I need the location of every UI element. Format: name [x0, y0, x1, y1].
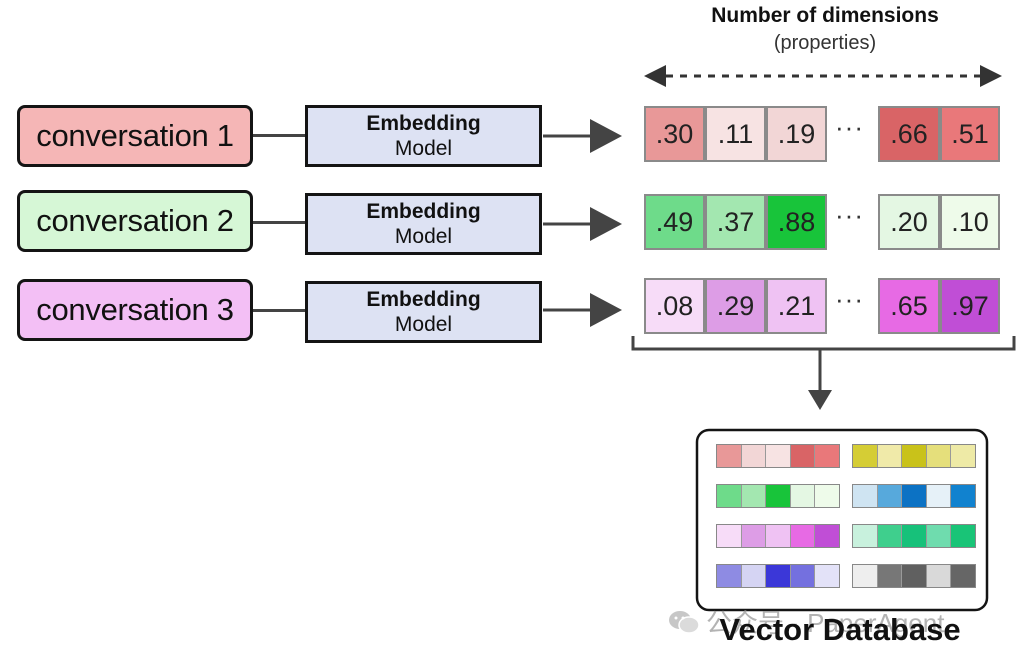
db-vector-5	[716, 524, 840, 548]
embedding-model-2: Embedding Model	[305, 193, 542, 255]
db-vector-swatch	[765, 485, 790, 507]
vector-1-cell-3: .19	[766, 106, 827, 162]
vector-1-cell-1: .30	[644, 106, 705, 162]
db-vector-swatch	[814, 485, 839, 507]
vector-database-title: Vector Database	[719, 612, 961, 647]
vector-2-cell-1: .49	[644, 194, 705, 250]
row3-arrow	[543, 293, 622, 327]
vector-database-grid	[716, 444, 976, 594]
db-vector-swatch	[853, 445, 877, 467]
db-vector-swatch	[789, 485, 814, 507]
watermark-text: 公众号 · PaperAgent	[706, 608, 945, 638]
conversation-3-box: conversation 3	[17, 279, 253, 341]
db-vector-swatch	[950, 485, 975, 507]
db-vector-swatch	[876, 485, 901, 507]
vector-2-ellipsis: ···	[835, 200, 864, 230]
vector-3-ellipsis: ···	[835, 284, 864, 314]
db-vector-8	[852, 564, 976, 588]
wechat-icon	[668, 609, 700, 635]
db-vector-swatch	[950, 445, 975, 467]
db-vector-swatch	[814, 525, 839, 547]
row1-arrow	[543, 119, 622, 153]
db-vector-swatch	[765, 525, 790, 547]
db-vector-swatch	[740, 485, 765, 507]
db-vector-swatch	[740, 445, 765, 467]
watermark: 公众号 · PaperAgent	[668, 603, 944, 640]
conversation-2-box: conversation 2	[17, 190, 253, 252]
db-vector-6	[852, 524, 976, 548]
db-vector-swatch	[876, 445, 901, 467]
db-vector-swatch	[717, 525, 741, 547]
dimensions-title: Number of dimensions	[711, 4, 939, 27]
db-vector-swatch	[950, 525, 975, 547]
db-vector-swatch	[789, 445, 814, 467]
row3-connector	[253, 309, 305, 312]
model-1-line1: Embedding	[366, 111, 481, 135]
db-vector-swatch	[740, 565, 765, 587]
conversation-3-label: conversation 3	[36, 292, 234, 327]
db-vector-swatch	[853, 565, 877, 587]
db-vector-3	[716, 484, 840, 508]
dimensions-double-arrow	[644, 65, 1002, 87]
db-vector-7	[716, 564, 840, 588]
vector-1-cell-4: .66	[878, 106, 940, 162]
embedding-model-1: Embedding Model	[305, 105, 542, 167]
row2-arrow	[543, 207, 622, 241]
vector-2-cell-2: .37	[705, 194, 766, 250]
vector-3-cell-2: .29	[705, 278, 766, 334]
db-vector-swatch	[765, 565, 790, 587]
model-2-line2: Model	[394, 225, 453, 248]
vector-2-cell-4: .20	[878, 194, 940, 250]
conversation-1-label: conversation 1	[36, 118, 234, 153]
model-1-line2: Model	[394, 137, 453, 160]
db-vector-swatch	[814, 565, 839, 587]
db-vector-swatch	[876, 565, 901, 587]
vector-1-cell-2: .11	[705, 106, 766, 162]
vector-3-cell-3: .21	[766, 278, 827, 334]
vector-2-cell-3: .88	[766, 194, 827, 250]
db-vector-swatch	[717, 445, 741, 467]
db-vector-swatch	[925, 525, 950, 547]
vector-2-cell-5: .10	[940, 194, 1000, 250]
db-vector-swatch	[901, 445, 926, 467]
db-vector-swatch	[765, 445, 790, 467]
db-vector-swatch	[950, 565, 975, 587]
db-vector-swatch	[717, 485, 741, 507]
db-vector-4	[852, 484, 976, 508]
vector-1-cell-5: .51	[940, 106, 1000, 162]
model-2-line1: Embedding	[366, 199, 481, 223]
db-vector-swatch	[925, 445, 950, 467]
conversation-1-box: conversation 1	[17, 105, 253, 167]
db-vector-swatch	[789, 525, 814, 547]
db-vector-swatch	[925, 565, 950, 587]
vector-3-cell-5: .97	[940, 278, 1000, 334]
db-vector-swatch	[876, 525, 901, 547]
db-vector-swatch	[853, 525, 877, 547]
db-vector-1	[716, 444, 840, 468]
vectors-bracket	[631, 336, 1016, 410]
db-vector-swatch	[740, 525, 765, 547]
row2-connector	[253, 221, 305, 224]
db-vector-swatch	[853, 485, 877, 507]
model-3-line1: Embedding	[366, 287, 481, 311]
embedding-model-3: Embedding Model	[305, 281, 542, 343]
vector-3-cell-4: .65	[878, 278, 940, 334]
model-3-line2: Model	[394, 313, 453, 336]
db-vector-swatch	[789, 565, 814, 587]
db-vector-swatch	[717, 565, 741, 587]
db-vector-swatch	[901, 485, 926, 507]
vector-3-cell-1: .08	[644, 278, 705, 334]
db-vector-swatch	[901, 525, 926, 547]
dimensions-subtitle: (properties)	[773, 32, 877, 54]
row1-connector	[253, 134, 305, 137]
db-vector-2	[852, 444, 976, 468]
conversation-2-label: conversation 2	[36, 203, 234, 238]
vector-1-ellipsis: ···	[835, 112, 864, 142]
db-vector-swatch	[901, 565, 926, 587]
db-vector-swatch	[814, 445, 839, 467]
db-vector-swatch	[925, 485, 950, 507]
